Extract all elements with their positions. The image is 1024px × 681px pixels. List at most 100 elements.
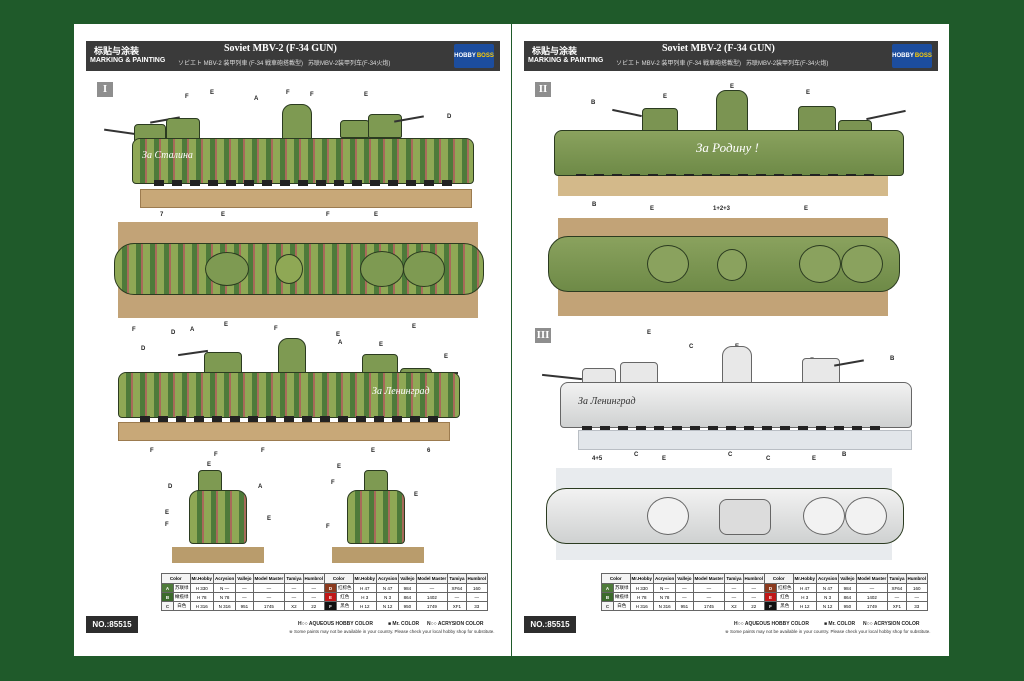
table-cell: N 47: [816, 583, 840, 593]
header-subtitle: ソビエト MBV-2 装甲列車 (F-34 戦車砲搭載型) 苏联MBV-2装甲列…: [178, 61, 391, 67]
table-cell: N 12: [376, 601, 400, 611]
table-cell: N —: [213, 583, 237, 593]
display-stand: [140, 189, 472, 208]
table-cell: H 47: [352, 583, 378, 593]
color-swatch: F: [324, 601, 337, 611]
background-band: [558, 176, 888, 196]
part-number: NO.:85515: [86, 616, 138, 633]
legend-acrysion: N○○ ACRYSION COLOR: [427, 621, 484, 627]
table-cell: X2: [724, 601, 744, 611]
table-cell: 160: [465, 583, 488, 593]
train-top-view: [546, 488, 904, 544]
train-side-view: За Родину !: [546, 90, 936, 180]
header-subtitle: ソビエト MBV-2 装甲列車 (F-34 戦車砲搭載型) 苏联MBV-2装甲列…: [616, 61, 829, 67]
table-cell: —: [302, 583, 325, 593]
table-cell: 33: [465, 601, 488, 611]
table-cell: XF64: [887, 583, 907, 593]
banner-za-stalina: За Сталина: [142, 150, 193, 161]
table-cell: 橄榄绿: [613, 592, 631, 602]
table-cell: 984: [838, 583, 857, 593]
sheet-header: 标贴与涂装 MARKING & PAINTING Soviet MBV-2 (F…: [86, 41, 500, 71]
table-cell: 33: [905, 601, 928, 611]
table-cell: 984: [398, 583, 417, 593]
table-cell: 864: [398, 592, 417, 602]
table-cell: N 316: [653, 601, 677, 611]
table-cell: N 47: [376, 583, 400, 593]
table-cell: 951: [235, 601, 254, 611]
table-cell: —: [235, 583, 254, 593]
section-badge: II: [535, 82, 551, 97]
table-cell: —: [742, 583, 765, 593]
banner-za-rodinu: За Родину !: [696, 140, 759, 155]
banner-za-leningrad: За Ленинград: [578, 396, 636, 407]
table-cell: H 330: [629, 583, 655, 593]
table-cell: —: [284, 592, 304, 602]
header-cn-title: 标贴与涂装: [94, 46, 140, 56]
color-swatch: D: [764, 583, 777, 593]
legend-mr-color: ■ Mr. COLOR: [388, 621, 420, 627]
legend-acrysion: N○○ ACRYSION COLOR: [863, 621, 920, 627]
table-cell: —: [465, 592, 488, 602]
table-cell: X2: [284, 601, 304, 611]
part-number: NO.:85515: [524, 616, 576, 633]
table-cell: H 47: [792, 583, 818, 593]
table-cell: —: [692, 592, 726, 602]
table-cell: 22: [302, 601, 325, 611]
section-badge: I: [97, 82, 113, 97]
table-cell: N 78: [213, 592, 237, 602]
header-cn-title: 标贴与涂装: [532, 46, 578, 56]
table-cell: 1745: [252, 601, 286, 611]
color-swatch: E: [324, 592, 337, 602]
table-cell: H 316: [629, 601, 655, 611]
table-cell: —: [235, 592, 254, 602]
table-cell: 红色: [336, 592, 354, 602]
legend-mr-color: ■ Mr. COLOR: [824, 621, 856, 627]
table-cell: 白色: [613, 601, 631, 611]
table-cell: —: [284, 583, 304, 593]
table-cell: —: [252, 592, 286, 602]
train-top-view: [548, 236, 900, 292]
table-cell: H 78: [189, 592, 215, 602]
display-stand: [578, 430, 912, 450]
table-cell: N 3: [376, 592, 400, 602]
table-cell: H 3: [352, 592, 378, 602]
table-cell: 黑色: [336, 601, 354, 611]
header-en-title: MARKING & PAINTING: [528, 57, 604, 64]
table-cell: 红棕色: [336, 583, 354, 593]
table-cell: N 316: [213, 601, 237, 611]
table-cell: 白色: [173, 601, 191, 611]
color-swatch: C: [601, 601, 614, 611]
table-cell: 红色: [776, 592, 794, 602]
table-cell: —: [692, 583, 726, 593]
footnote: ※ Some paints may not be available in yo…: [289, 629, 495, 634]
table-cell: 951: [675, 601, 694, 611]
table-cell: —: [447, 592, 467, 602]
header-en-title: MARKING & PAINTING: [90, 57, 166, 64]
train-side-view: За Ленинград: [542, 342, 932, 432]
table-cell: N 12: [816, 601, 840, 611]
table-cell: N —: [653, 583, 677, 593]
instruction-sheet-left: 标贴与涂装 MARKING & PAINTING Soviet MBV-2 (F…: [74, 24, 511, 656]
table-cell: XF64: [447, 583, 467, 593]
table-cell: 1745: [692, 601, 726, 611]
table-cell: —: [855, 583, 889, 593]
table-cell: —: [905, 592, 928, 602]
banner-za-leningrad: За Ленинград: [372, 386, 430, 397]
table-cell: N 78: [653, 592, 677, 602]
table-cell: H 3: [792, 592, 818, 602]
display-stand: [118, 422, 450, 441]
color-swatch: C: [161, 601, 174, 611]
table-cell: 黑色: [776, 601, 794, 611]
color-swatch: E: [764, 592, 777, 602]
table-cell: —: [724, 583, 744, 593]
table-cell: N 3: [816, 592, 840, 602]
table-cell: —: [415, 583, 449, 593]
table-cell: H 12: [352, 601, 378, 611]
